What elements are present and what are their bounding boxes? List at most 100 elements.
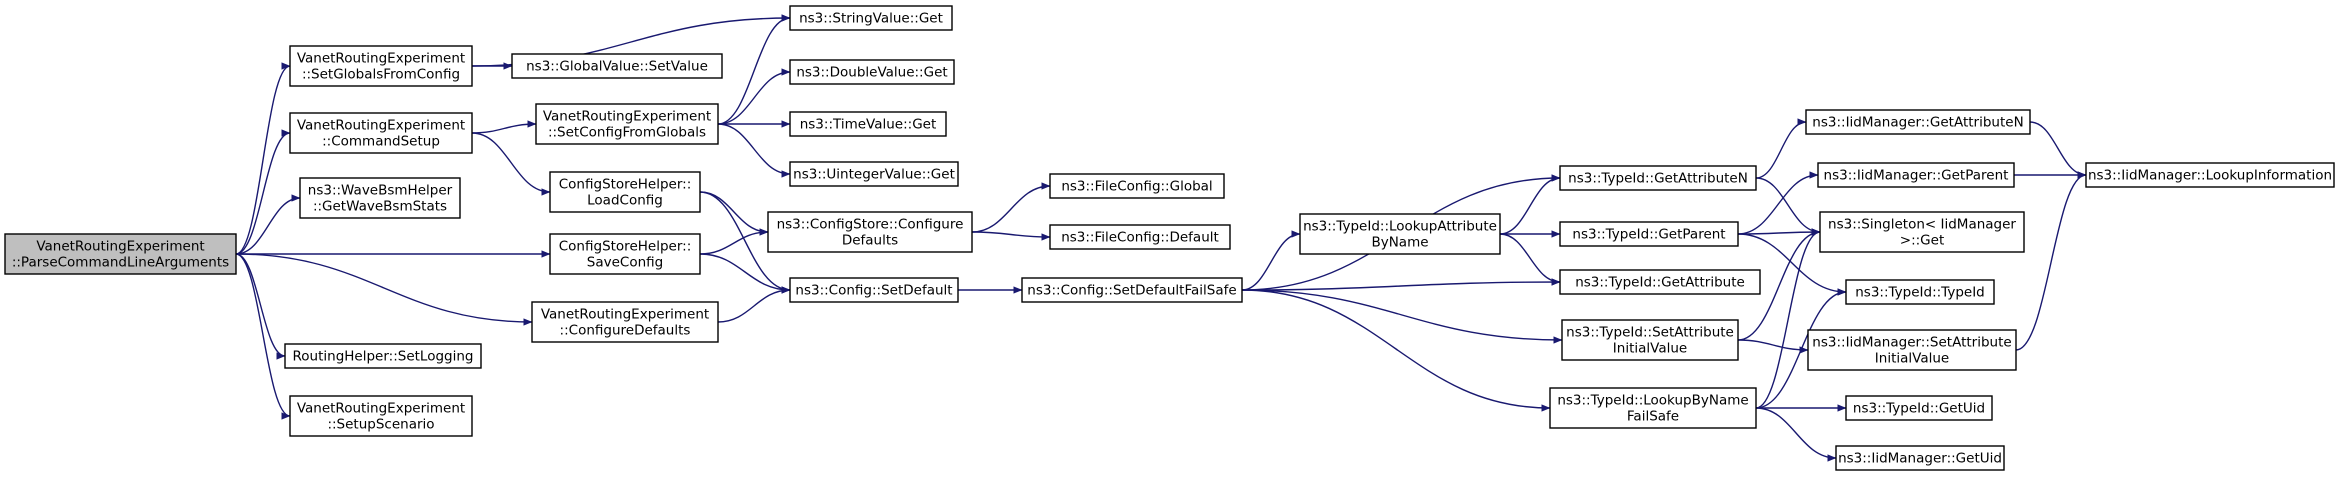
node-box [1817,162,2015,188]
node-fcDefault[interactable]: ns3::FileConfig::Default [1049,224,1231,250]
node-root[interactable]: VanetRoutingExperiment::ParseCommandLine… [4,233,237,275]
node-fcGlobal[interactable]: ns3::FileConfig::Global [1049,173,1225,199]
edge-imGetAttrN-to-imLookupInfo [2029,121,2087,179]
edge-setConfigGlobals-to-stringGet [717,14,791,125]
node-label: Defaults [842,233,898,249]
node-label: ns3::Singleton< IidManager [1828,217,2016,233]
edge-lookupAttrByName-to-tidGetAttr [1499,233,1561,286]
node-box [299,177,461,219]
node-box [1561,319,1739,361]
node-csConfigure[interactable]: ns3::ConfigStore::ConfigureDefaults [767,211,973,253]
node-setupScenario[interactable]: VanetRoutingExperiment::SetupScenario [289,395,473,437]
node-label: ns3::TypeId::GetParent [1572,227,1725,243]
node-label: VanetRoutingExperiment [36,239,204,255]
node-configSetDefault[interactable]: ns3::Config::SetDefault [789,277,959,303]
edge-root-to-rhLogging [235,253,286,360]
node-setConfigGlobals[interactable]: VanetRoutingExperiment::SetConfigFromGlo… [535,103,719,145]
edge-root-to-setupScenario [235,253,291,420]
node-label: ns3::TypeId::GetUid [1853,401,1985,417]
edge-confDefaults-to-configSetDefault [717,286,791,323]
node-tidGetParent[interactable]: ns3::TypeId::GetParent [1559,221,1739,247]
node-box [1819,211,2025,253]
node-label: ns3::WaveBsmHelper [308,183,453,199]
node-box [767,211,973,253]
node-label: ns3::IidManager::LookupInformation [2088,168,2332,184]
node-label: ns3::UintegerValue::Get [793,167,955,183]
node-box [2085,162,2335,188]
node-label: ::ParseCommandLineArguments [12,255,229,271]
node-box [511,53,723,79]
node-label: ns3::TypeId::SetAttribute [1566,325,1734,341]
node-label: InitialValue [1613,341,1687,357]
node-label: RoutingHelper::SetLogging [293,349,474,365]
node-rhLogging[interactable]: RoutingHelper::SetLogging [284,343,482,369]
node-box [289,45,473,87]
edge-setConfigGlobals-to-doubleGet [717,68,791,125]
node-box [1835,445,2005,471]
node-uintGet[interactable]: ns3::UintegerValue::Get [789,161,959,187]
node-label: ::ConfigureDefaults [560,323,691,339]
edge-csSave-to-configSetDefault [699,253,791,294]
edge-lookupByNameFS-to-tidTypeId [1755,288,1847,409]
node-imGetParent[interactable]: ns3::IidManager::GetParent [1817,162,2015,188]
node-timeGet[interactable]: ns3::TimeValue::Get [789,111,947,137]
node-box [1549,387,1757,429]
edges-layer [235,14,2087,462]
edge-csConfigure-to-fcGlobal [971,182,1051,233]
node-label: ns3::IidManager::SetAttribute [1812,335,2011,351]
edge-csLoad-to-configSetDefault [699,191,791,294]
node-label: ::SetGlobalsFromConfig [302,67,460,83]
node-label: ns3::IidManager::GetAttributeN [1812,115,2023,131]
node-tidGetAttrN[interactable]: ns3::TypeId::GetAttributeN [1559,165,1757,191]
node-box [284,343,482,369]
node-imSetAttrInit[interactable]: ns3::IidManager::SetAttributeInitialValu… [1807,329,2017,371]
edge-tidSetAttrInit-to-imSetAttrInit [1737,339,1809,354]
edge-root-to-confDefaults [235,253,533,326]
node-imGetAttrN[interactable]: ns3::IidManager::GetAttributeN [1805,109,2031,135]
node-csSave[interactable]: ConfigStoreHelper::SaveConfig [549,233,701,275]
node-box [4,233,237,275]
node-box [1021,277,1243,303]
node-csLoad[interactable]: ConfigStoreHelper::LoadConfig [549,171,701,213]
node-label: ConfigStoreHelper:: [559,239,692,255]
node-waveBsm[interactable]: ns3::WaveBsmHelper::GetWaveBsmStats [299,177,461,219]
edge-setDefaultFailSafe-to-tidSetAttrInit [1241,289,1563,344]
node-doubleGet[interactable]: ns3::DoubleValue::Get [789,59,955,85]
node-box [289,112,473,154]
node-box [789,277,959,303]
edge-lookupByNameFS-to-imGetUid [1755,407,1837,462]
node-label: VanetRoutingExperiment [297,118,465,134]
node-confDefaults[interactable]: VanetRoutingExperiment::ConfigureDefault… [531,301,719,343]
node-tidGetUid[interactable]: ns3::TypeId::GetUid [1845,395,1993,421]
node-label: ByName [1371,235,1428,251]
node-setDefaultFailSafe[interactable]: ns3::Config::SetDefaultFailSafe [1021,277,1243,303]
node-imGetUid[interactable]: ns3::IidManager::GetUid [1835,445,2005,471]
node-box [1049,173,1225,199]
node-label: ::SetConfigFromGlobals [548,125,706,141]
node-label: VanetRoutingExperiment [297,401,465,417]
node-stringGet[interactable]: ns3::StringValue::Get [789,5,953,31]
node-box [1299,213,1501,255]
node-box [535,103,719,145]
node-imLookupInfo[interactable]: ns3::IidManager::LookupInformation [2085,162,2335,188]
node-cmdSetup[interactable]: VanetRoutingExperiment::CommandSetup [289,112,473,154]
node-label: ns3::TypeId::LookupAttribute [1303,219,1497,235]
node-tidGetAttr[interactable]: ns3::TypeId::GetAttribute [1559,269,1761,295]
node-label: FailSafe [1627,409,1679,425]
node-label: ns3::Config::SetDefaultFailSafe [1027,283,1236,299]
node-setGlobals[interactable]: VanetRoutingExperiment::SetGlobalsFromCo… [289,45,473,87]
node-label: ::CommandSetup [322,134,440,150]
node-tidTypeId[interactable]: ns3::TypeId::TypeId [1845,279,1995,305]
node-box [1807,329,2017,371]
node-label: ns3::DoubleValue::Get [796,65,947,81]
node-singletonGet[interactable]: ns3::Singleton< IidManager >::Get [1819,211,2025,253]
node-label: LoadConfig [587,193,663,209]
edge-cmdSetup-to-csLoad [471,132,551,196]
node-gvSetValue[interactable]: ns3::GlobalValue::SetValue [511,53,723,79]
node-box [289,395,473,437]
node-label: ns3::TimeValue::Get [800,117,937,133]
